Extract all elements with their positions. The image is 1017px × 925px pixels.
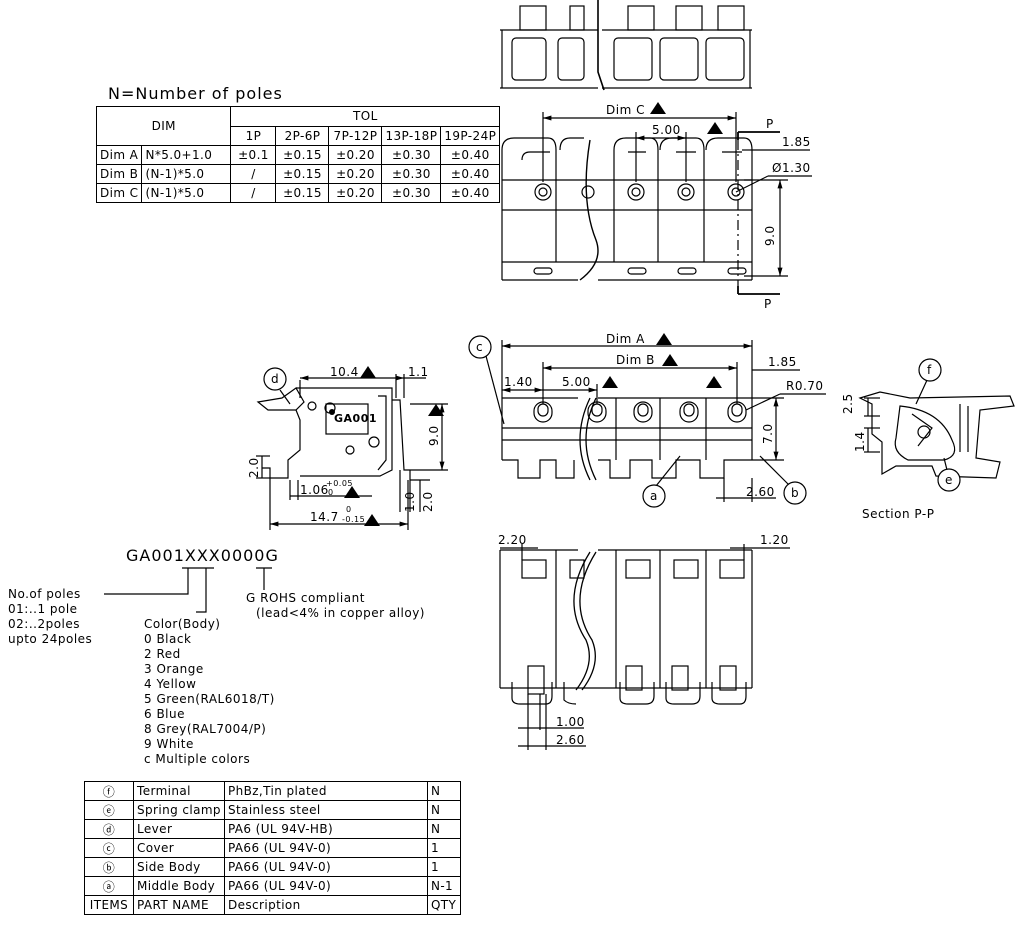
tol-col: 1P [230, 125, 277, 146]
section-p-top: P [766, 117, 774, 131]
table-row: ⓒ Cover PA66 (UL 94V-0) 1 [84, 838, 461, 858]
front-view-dim-ab [279, 340, 826, 502]
dim-14-label: 1.4 [853, 431, 867, 452]
table-row: ⓐ Middle Body PA66 (UL 94V-0) N-1 [84, 876, 461, 896]
dim-104-label: 10.4 [330, 365, 359, 379]
table-row: ⓑ Side Body PA66 (UL 94V-0) 1 [84, 857, 461, 877]
tolerance-triangle-markers [329, 102, 723, 526]
dim-220-label: 2.20 [498, 533, 527, 547]
dim-260-front: 2.60 [746, 485, 775, 499]
dim-11-label: 1.1 [408, 365, 429, 379]
table-row: Dim A N*5.0+1.0 ±0.1 ±0.15 ±0.20 ±0.30 ±… [95, 145, 501, 165]
callout-a: a [650, 489, 658, 503]
tol-header: TOL [230, 106, 501, 127]
dim-20-left: 2.0 [247, 457, 261, 478]
dim-185-top: 1.85 [782, 135, 811, 149]
dim-147-tol-dn: -0.15 [342, 515, 365, 524]
dim-90-side: 9.0 [427, 425, 441, 446]
dim-106-tol-up: +0.05 [326, 479, 353, 488]
dim-147-label: 14.7 [310, 510, 339, 524]
section-label: Section P-P [862, 507, 934, 521]
dim-70-label: 7.0 [761, 423, 775, 444]
logo-mark: GA001 [334, 412, 377, 425]
dim-10-right: 1.0 [403, 491, 417, 512]
r070-label: R0.70 [786, 379, 824, 393]
callout-c: c [476, 340, 483, 354]
table-row: Dim B (N-1)*5.0 / ±0.15 ±0.20 ±0.30 ±0.4… [95, 164, 501, 184]
hole-dia-label: Ø1.30 [772, 161, 811, 175]
poles-legend: No.of poles 01:..1 pole 02:..2poles upto… [8, 587, 93, 646]
dim-a-label: Dim A [606, 332, 645, 346]
tol-col: 7P-12P [328, 125, 383, 146]
tol-col: 13P-18P [381, 125, 442, 146]
rohs-note: G ROHS compliant (lead<4% in copper allo… [246, 591, 425, 620]
dim-100-label: 1.00 [556, 715, 585, 729]
top-view [500, 0, 752, 91]
table-row: ⓕ Terminal PhBz,Tin plated N [84, 781, 461, 801]
dim-c-label: Dim C [606, 103, 645, 117]
dim-106-label: 1.06 [300, 483, 329, 497]
callout-circles [263, 335, 961, 508]
side-view [256, 374, 448, 530]
bottom-view [499, 544, 790, 750]
callout-b: b [791, 486, 799, 500]
section-p-bottom: P [764, 297, 772, 311]
callout-d: d [271, 372, 279, 386]
tol-col: 19P-24P [440, 125, 501, 146]
dim-185-front: 1.85 [768, 355, 797, 369]
poles-title: N=Number of poles [108, 84, 283, 103]
dim-106-tol-dn: 0 [328, 488, 334, 497]
dim-header: DIM [95, 106, 232, 146]
dim-120-label: 1.20 [760, 533, 789, 547]
part-number-code: GA001XXX0000G [126, 546, 279, 565]
section-p-p [858, 377, 1015, 479]
dim-140-label: 1.40 [504, 375, 533, 389]
table-row: Dim C (N-1)*5.0 / ±0.15 ±0.20 ±0.30 ±0.4… [95, 183, 501, 203]
color-legend: Color(Body) 0 Black 2 Red 3 Orange 4 Yel… [144, 617, 275, 766]
callout-e: e [945, 473, 953, 487]
dim-147-tol-up: 0 [346, 505, 352, 514]
table-row: ⓓ Lever PA6 (UL 94V-HB) N [84, 819, 461, 839]
front-view-dim-c [501, 112, 812, 295]
dim-90-front: 9.0 [763, 225, 777, 246]
dim-25-label: 2.5 [841, 393, 855, 414]
pitch-label-top: 5.00 [652, 123, 681, 137]
callout-f: f [927, 363, 932, 377]
bom-table: ⓕ Terminal PhBz,Tin plated N ⓔ Spring cl… [84, 781, 461, 915]
dim-20-right: 2.0 [421, 491, 435, 512]
table-header-row: ITEMS PART NAME Description QTY [84, 895, 461, 915]
dim-b-label: Dim B [616, 353, 655, 367]
table-row: ⓔ Spring clamp Stainless steel N [84, 800, 461, 820]
tol-col: 2P-6P [275, 125, 330, 146]
dim-260-bottom: 2.60 [556, 733, 585, 747]
pitch-label-front: 5.00 [562, 375, 591, 389]
dim-tolerance-table: DIM TOL 1P 2P-6P 7P-12P 13P-18P 19P-24P … [95, 106, 501, 203]
part-number-leaders [104, 567, 272, 613]
